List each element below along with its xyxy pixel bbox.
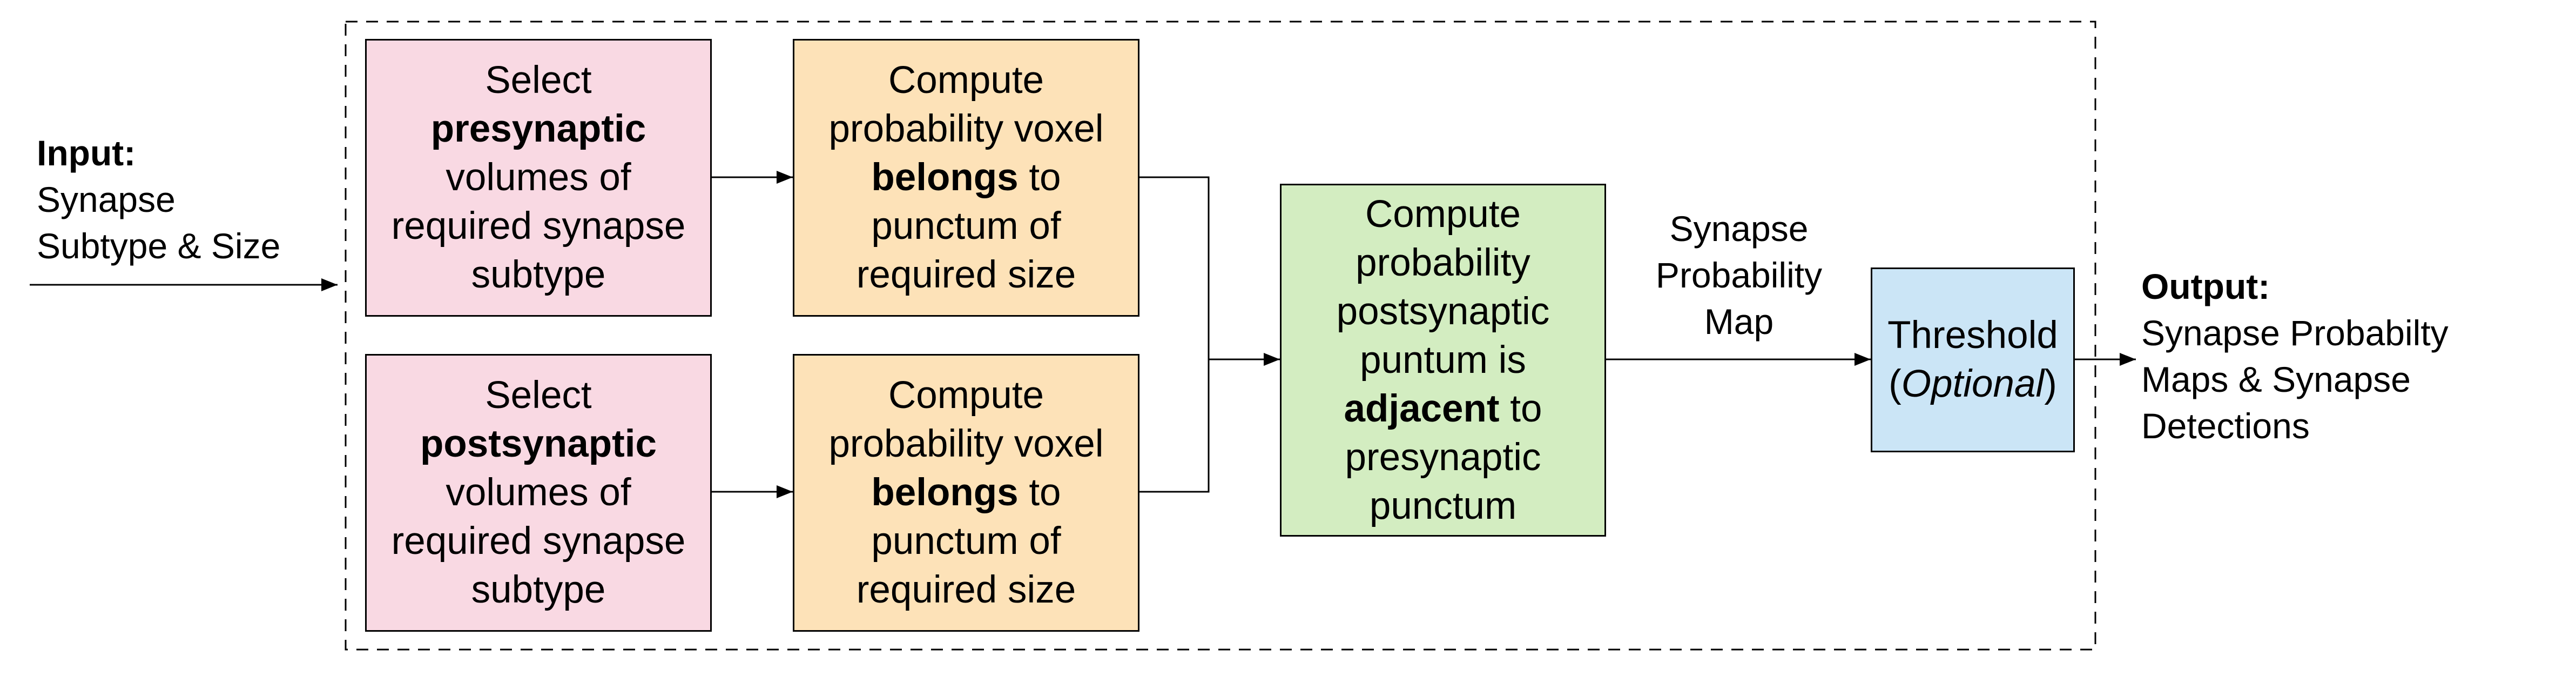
node-word: to (1018, 156, 1061, 199)
output-line-3: Detections (2141, 406, 2310, 446)
node-line: subtype (471, 253, 606, 296)
input-line-1: Synapse (37, 179, 176, 219)
node-line: probability (1356, 241, 1530, 284)
node-line: Compute (888, 374, 1044, 417)
node-line: required synapse (391, 520, 686, 563)
node-line: (Optional) (1889, 360, 2057, 409)
node-word-bold: belongs (871, 471, 1019, 514)
input-title: Input: (37, 133, 136, 173)
post-compute-merge-line (1138, 359, 1210, 493)
compute-presynaptic-punctum-node: Compute probability voxel belongs to pun… (793, 39, 1139, 317)
node-line: probability voxel (828, 108, 1104, 150)
pre-compute-merge-line (1138, 176, 1210, 359)
edge-label-line: Map (1704, 302, 1774, 342)
node-line: Select (485, 59, 592, 102)
node-word: to (1018, 471, 1061, 514)
node-word-bold: belongs (871, 156, 1019, 199)
edge-label-line: Probability (1655, 255, 1823, 295)
node-line-bold: postsynaptic (420, 423, 657, 465)
node-line: Compute (888, 59, 1044, 102)
output-line-2: Maps & Synapse (2141, 359, 2411, 399)
node-line: punctum of (871, 520, 1061, 563)
output-line-1: Synapse Probabilty (2141, 313, 2449, 353)
node-line: punctum of (871, 205, 1061, 247)
edge-label-line: Synapse (1669, 209, 1809, 249)
output-label-block: Output: Synapse Probabilty Maps & Synaps… (2141, 263, 2449, 449)
node-word: to (1499, 387, 1542, 430)
node-line: subtype (471, 568, 606, 611)
node-word-italic: Optional (1901, 363, 2045, 405)
node-line: adjacent to (1344, 385, 1542, 433)
node-line: presynaptic (1345, 436, 1541, 479)
node-line: punctum (1369, 484, 1517, 527)
node-line: puntum is (1360, 338, 1526, 382)
input-line-2: Subtype & Size (37, 226, 281, 266)
threshold-node: Threshold (Optional) (1871, 267, 2075, 452)
node-line: Select (485, 374, 592, 417)
compute-postsynaptic-punctum-node: Compute probability voxel belongs to pun… (793, 354, 1139, 632)
node-line: Compute (1365, 192, 1521, 236)
select-presynaptic-node: Select presynaptic volumes of required s… (365, 39, 712, 317)
node-line: Threshold (1887, 314, 2058, 357)
select-postsynaptic-node: Select postsynaptic volumes of required … (365, 354, 712, 632)
probability-map-edge-label: Synapse Probability Map (1636, 205, 1842, 345)
node-line: volumes of (446, 471, 631, 514)
node-line: required size (856, 568, 1076, 611)
node-line: belongs to (871, 153, 1061, 202)
node-word: ) (2044, 363, 2057, 405)
output-title: Output: (2141, 266, 2270, 306)
node-line: probability voxel (828, 423, 1104, 465)
node-line: volumes of (446, 156, 631, 199)
node-line: belongs to (871, 469, 1061, 517)
node-word-bold: adjacent (1344, 387, 1500, 430)
node-word: ( (1889, 363, 1901, 405)
node-line: postsynaptic (1336, 290, 1550, 333)
input-label-block: Input: Synapse Subtype & Size (37, 130, 280, 269)
node-line: required size (856, 253, 1076, 296)
node-line-bold: presynaptic (430, 108, 646, 150)
pipeline-boundary (345, 21, 2096, 651)
compute-adjacency-node: Compute probability postsynaptic puntum … (1280, 184, 1606, 537)
node-line: required synapse (391, 205, 686, 247)
